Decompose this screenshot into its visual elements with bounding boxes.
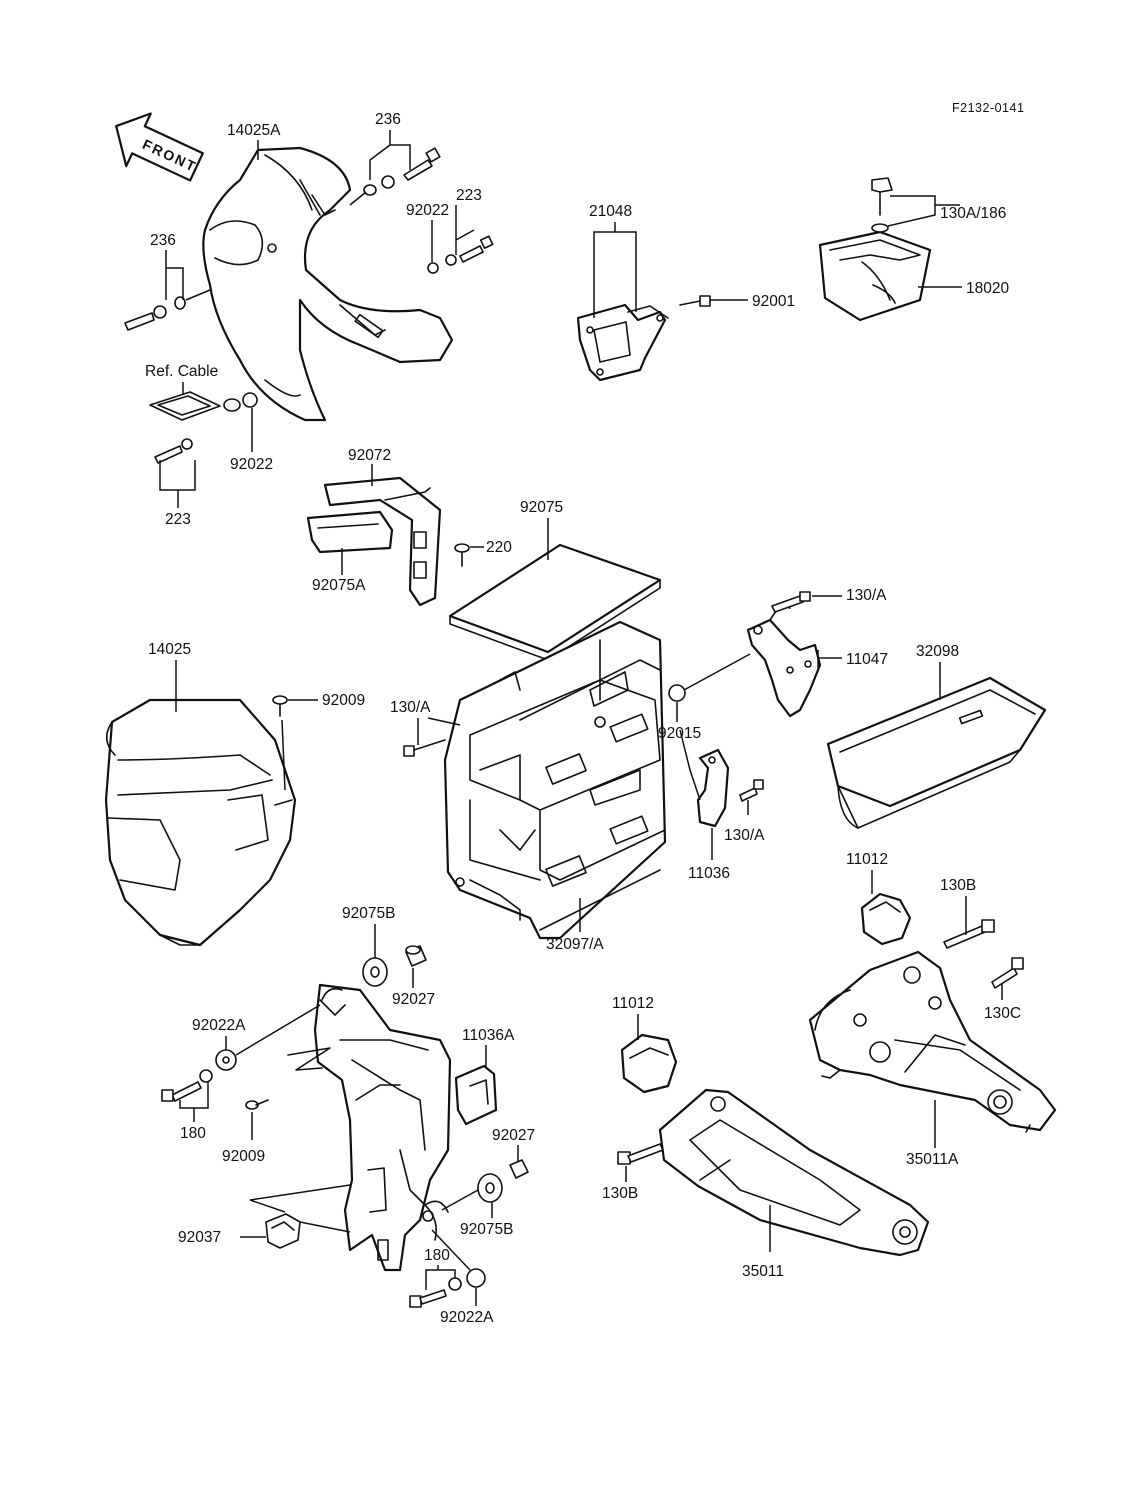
callout-130A-left: 130/A (390, 699, 431, 716)
bracket-35011-part (658, 1088, 930, 1257)
drawing-code: F2132-0141 (952, 101, 1024, 115)
grommet-92075B-top-part (362, 945, 427, 987)
cover-14025A-part (202, 146, 454, 422)
cover-14025-part (104, 698, 297, 947)
callout-92001: 92001 (752, 293, 795, 310)
callout-223-top: 223 (456, 187, 482, 204)
bracket-11036-part (696, 748, 764, 828)
callout-92022A-top: 92022A (192, 1017, 246, 1034)
callout-223-bottom: 223 (165, 511, 191, 528)
ref-cable-part (149, 391, 258, 464)
screw-92009-bottom-part (245, 1099, 269, 1110)
bolt-223-top-part (427, 235, 494, 274)
callout-11036A: 11036A (462, 1027, 515, 1044)
callout-35011A: 35011A (906, 1151, 959, 1168)
callout-220: 220 (486, 539, 512, 556)
bolt-130B-right-part (943, 919, 995, 949)
callout-92009-top: 92009 (322, 692, 365, 709)
bracket-35011A-part (808, 950, 1057, 1133)
callout-92075A: 92075A (312, 577, 366, 594)
cap-11012-mid-part (620, 1033, 678, 1094)
battery-case-32097A-part (443, 620, 667, 940)
callout-236-top: 236 (375, 111, 401, 128)
bolt-130A-left-part (403, 739, 446, 757)
grommet-92075B-bottom-part (477, 1159, 529, 1203)
bracket-21048-part (576, 303, 669, 382)
screw-92009-top-part (272, 695, 288, 717)
callout-18020: 18020 (966, 280, 1009, 297)
callout-14025A: 14025A (227, 122, 281, 139)
callout-92037: 92037 (178, 1229, 221, 1246)
bracket-11047-part (746, 591, 822, 718)
callout-92075B-bottom: 92075B (460, 1221, 513, 1238)
cap-11012-right-part (860, 892, 912, 946)
callout-ref-cable: Ref. Cable (145, 363, 218, 380)
bolt-92001-part (679, 295, 711, 307)
callout-11012-right: 11012 (846, 851, 888, 868)
bolt-236-left-part (124, 296, 186, 331)
callout-11047: 11047 (846, 651, 888, 668)
callout-92022-mid: 92022 (230, 456, 273, 473)
callout-92027-bottom: 92027 (492, 1127, 535, 1144)
callout-92075: 92075 (520, 499, 563, 516)
callout-21048: 21048 (589, 203, 632, 220)
callout-92022A-bottom: 92022A (440, 1309, 494, 1326)
callout-11036: 11036 (688, 865, 730, 882)
washer-92022A-left-part (161, 1049, 237, 1102)
callout-92075B-top: 92075B (342, 905, 395, 922)
bolt-130B-bottom-part (617, 1143, 664, 1165)
callout-180-bottom: 180 (424, 1247, 450, 1264)
callout-35011: 35011 (742, 1263, 784, 1280)
front-arrow-icon: FRONT (115, 112, 204, 182)
tray-32098-part (826, 676, 1047, 829)
callout-92022-top: 92022 (406, 202, 449, 219)
callout-130A-right: 130/A (724, 827, 765, 844)
screw-220-part (454, 543, 470, 567)
bracket-lower-left-part (287, 983, 452, 1272)
callout-130B-right: 130B (940, 877, 976, 894)
callout-32098: 32098 (916, 643, 959, 660)
bolt-130C-part (991, 957, 1024, 989)
callout-11012-mid: 11012 (612, 995, 654, 1012)
callout-130C: 130C (984, 1005, 1021, 1022)
callout-92072: 92072 (348, 447, 391, 464)
cover-18020-part (818, 177, 932, 322)
callout-180-left: 180 (180, 1125, 206, 1142)
clip-92037-part (265, 1213, 301, 1249)
callout-236-left: 236 (150, 232, 176, 249)
bracket-92072-part (306, 476, 442, 607)
bolt-180-bottom-part (409, 1268, 486, 1308)
callout-130A-top: 130/A (846, 587, 887, 604)
bracket-11036A-part (454, 1064, 498, 1126)
callout-130B-bottom: 130B (602, 1185, 638, 1202)
callout-92027-top: 92027 (392, 991, 435, 1008)
callout-32097A: 32097/A (546, 936, 604, 953)
callout-92009-bottom: 92009 (222, 1148, 265, 1165)
callout-14025: 14025 (148, 641, 191, 658)
callout-130A-186: 130A/186 (940, 205, 1006, 222)
bolt-236-top-part (363, 147, 441, 196)
callout-92015: 92015 (658, 725, 701, 742)
nut-92015-part (668, 684, 686, 702)
